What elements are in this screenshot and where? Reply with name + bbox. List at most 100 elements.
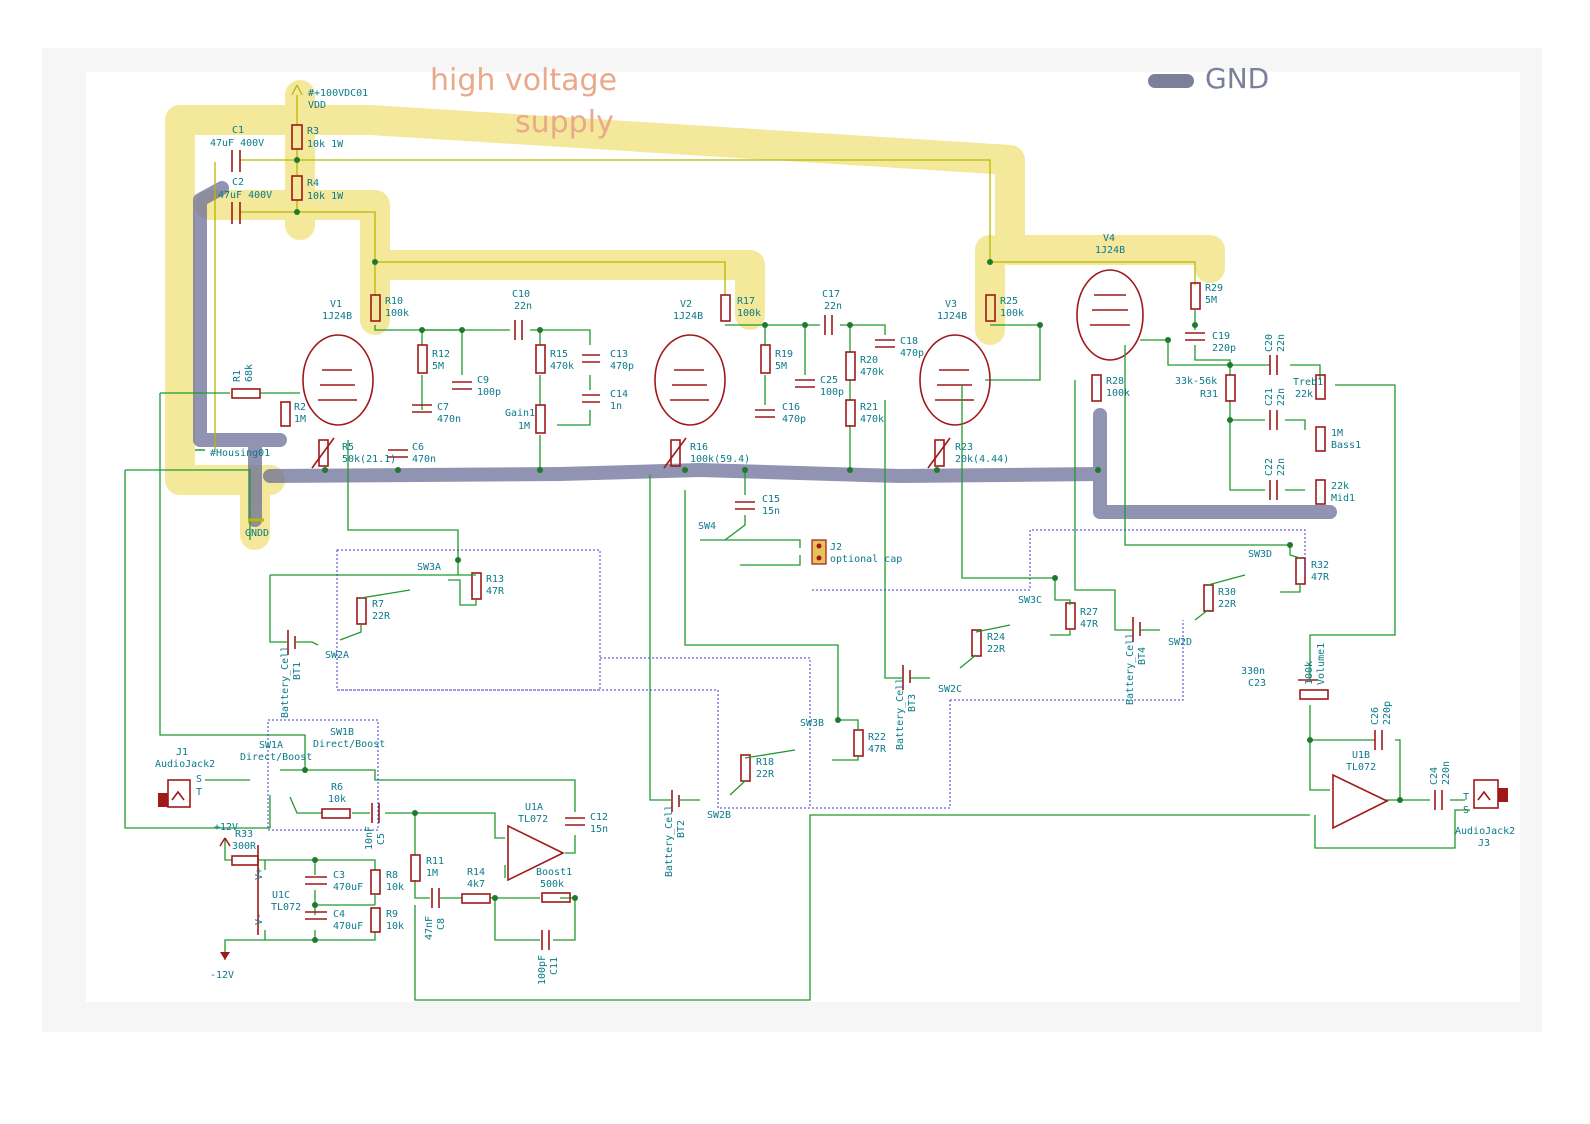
label-c7: C7 [437,402,449,413]
label-v3: V3 [945,299,957,310]
label-r27-value: 47R [1080,619,1099,630]
label-vminus: V- [254,913,265,925]
jack-j3 [1473,779,1508,809]
label-r11: R11 [426,856,444,867]
label-r33-value: 300R [232,841,257,852]
label-j2-value: optional cap [830,554,902,565]
label-r21: R21 [860,402,878,413]
label-c19-value: 220p [1212,343,1236,354]
label-j1-type: AudioJack2 [155,759,215,770]
label-c22: C22 [1264,458,1275,476]
label-housing: #Housing01 [210,448,270,459]
label-c23: C23 [1248,678,1266,689]
label-r31: R31 [1200,389,1218,400]
label-j1-pin-s: S [196,774,202,785]
label-c7-value: 470n [437,414,461,425]
label-sw1b: SW1B [330,727,354,738]
label-r13: R13 [486,574,504,585]
label-c18: C18 [900,336,918,347]
label-c25-value: 100p [820,387,844,398]
label-c21-value: 22n [1276,388,1287,406]
label-mid1: Mid1 [1331,493,1355,504]
label-sw2a: SW2A [325,650,349,661]
label-c4: C4 [333,909,345,920]
label-bass1: Bass1 [1331,440,1361,451]
jack-j1 [158,779,191,808]
label-c15-value: 15n [762,506,780,517]
label-sw2b: SW2B [707,810,731,821]
legend-high-voltage-line2: supply [515,105,614,140]
label-cell2: Battery_Cell [664,805,675,877]
label-bt1: BT1 [292,662,303,680]
label-r8: R8 [386,870,398,881]
label-c8: C8 [436,918,447,930]
label-c24: C24 [1429,767,1440,785]
label-r2: R2 [294,402,306,413]
label-r28-value: 100k [1106,388,1130,399]
label-p12v: +12V [214,822,238,833]
label-boost1-value: 500k [540,879,564,890]
label-c6: C6 [412,442,424,453]
label-sw4: SW4 [698,521,716,532]
label-v2-type: 1J24B [673,311,703,322]
label-gain1: Gain1 [505,408,535,419]
label-u1a-type: TL072 [518,814,548,825]
label-sw2d: SW2D [1168,637,1192,648]
label-r5-value: 50k(21.1) [342,454,396,465]
c2-capacitor [231,202,241,224]
label-volume1: Volume1 [1316,643,1327,685]
label-v3-type: 1J24B [937,311,967,322]
label-r29: R29 [1205,283,1223,294]
label-r33: R33 [235,829,253,840]
label-c8-value: 47nF [424,916,435,940]
connector-j2 [811,539,827,565]
r4-resistor [291,175,303,201]
label-c26: C26 [1370,707,1381,725]
label-r12-value: 5M [432,361,444,372]
v4-tube [1076,269,1144,361]
c1-capacitor [231,150,241,172]
legend-high-voltage-line1: high voltage [430,63,617,98]
label-j3-pin-t: T [1463,792,1469,803]
label-r11-value: 1M [426,868,438,879]
label-u1a: U1A [525,802,543,813]
label-c14: C14 [610,389,628,400]
label-c16-value: 470p [782,414,806,425]
label-vdd-net: #+100VDC01 [308,88,368,99]
label-c9: C9 [477,375,489,386]
label-c17-value: 22n [824,301,842,312]
label-cell1: Battery_Cell [280,646,291,718]
label-c1-value: 47uF 400V [210,138,264,149]
label-r2-value: 1M [294,414,306,425]
label-c16: C16 [782,402,800,413]
label-r18-value: 22R [756,769,775,780]
label-c10: C10 [512,289,530,300]
label-c18-value: 470p [900,348,924,359]
label-c24-value: 220n [1441,761,1452,785]
label-c2-value: 47uF 400V [218,190,272,201]
legend-gnd-swatch [1148,74,1194,88]
label-r19: R19 [775,349,793,360]
opamps [257,773,1389,935]
label-c9-value: 100p [477,387,501,398]
supply-wires [214,84,1196,450]
r3-resistor [291,124,303,150]
label-r30: R30 [1218,587,1236,598]
label-j1: J1 [176,747,188,758]
label-j3: J3 [1478,838,1490,849]
label-r23: R23 [955,442,973,453]
label-r7: R7 [372,599,384,610]
label-cell4: Battery_Cell [1125,633,1136,705]
label-u1b-type: TL072 [1346,762,1376,773]
label-sw3b: SW3B [800,718,824,729]
label-m12v: -12V [210,970,234,981]
label-r25: R25 [1000,296,1018,307]
label-c12-value: 15n [590,824,608,835]
label-c13: C13 [610,349,628,360]
label-r17-value: 100k [737,308,761,319]
label-c5: C5 [376,833,387,845]
label-r19-value: 5M [775,361,787,372]
label-r27: R27 [1080,607,1098,618]
label-c14-value: 1n [610,401,622,412]
label-cell3: Battery_Cell [895,678,906,750]
